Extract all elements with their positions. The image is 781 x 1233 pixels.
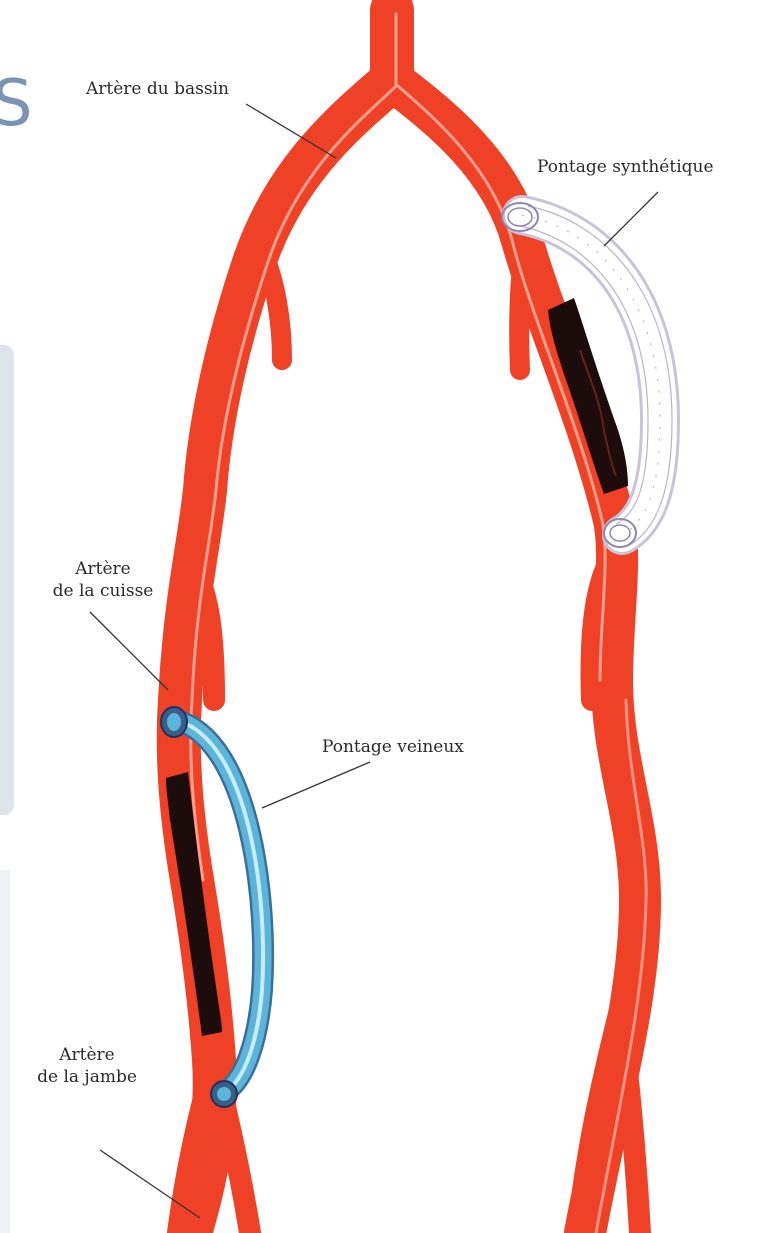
label-venous-bypass: Pontage veineux (322, 736, 464, 758)
label-leg-artery: Artère de la jambe (34, 1044, 140, 1088)
leader-synthetic-bypass (604, 192, 658, 246)
label-thigh-artery: Artère de la cuisse (46, 558, 160, 602)
label-thigh-artery-line2: de la cuisse (46, 580, 160, 602)
label-leg-artery-line2: de la jambe (34, 1066, 140, 1088)
label-thigh-artery-line1: Artère (46, 558, 160, 580)
label-leg-artery-line1: Artère (34, 1044, 140, 1066)
leader-thigh-artery (90, 612, 168, 690)
label-synthetic-bypass: Pontage synthétique (537, 156, 714, 178)
leader-venous-bypass (262, 762, 370, 808)
label-pelvic-artery: Artère du bassin (86, 78, 229, 100)
